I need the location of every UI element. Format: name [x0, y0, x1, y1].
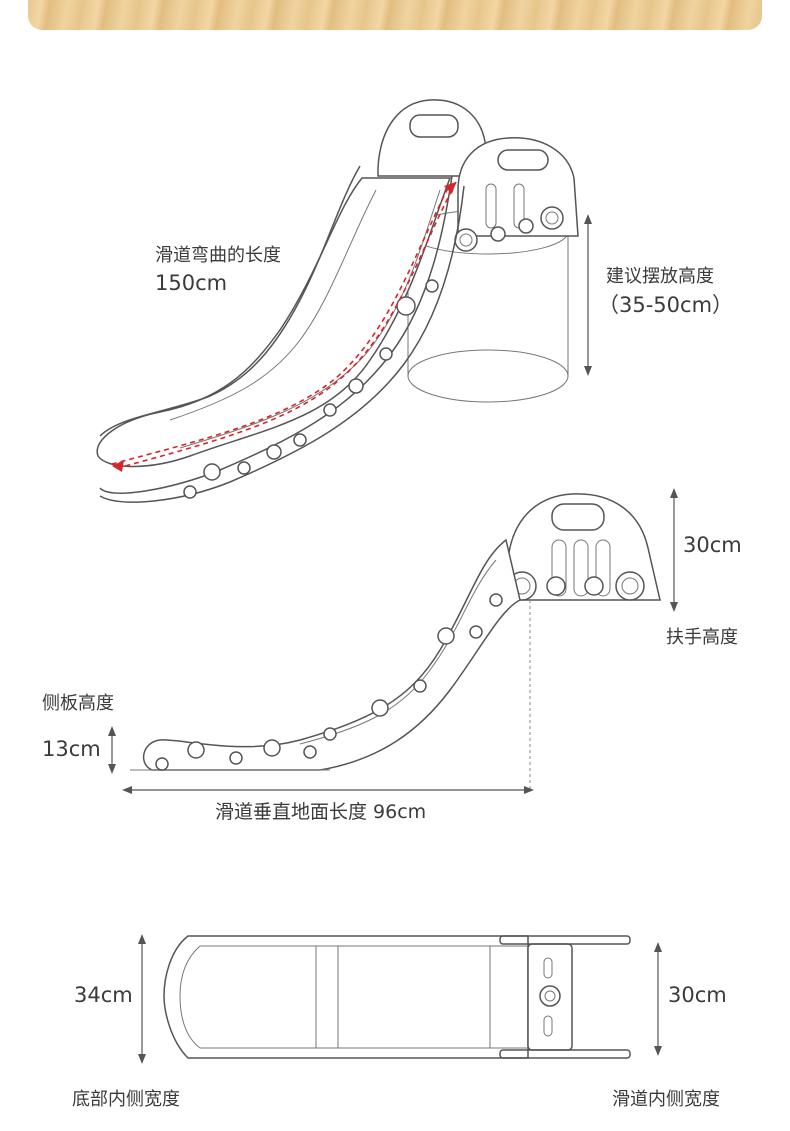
- ground-length-label: 滑道垂直地面长度 96cm: [215, 801, 427, 823]
- side-car-head: [505, 493, 661, 601]
- curve-length-arrow: [117, 181, 457, 469]
- handrail-height-value: 30cm: [683, 533, 742, 557]
- slide-width-label: 滑道内侧宽度: [612, 1089, 720, 1110]
- base-width-label: 底部内侧宽度: [72, 1089, 180, 1110]
- placement-height-label: 建议摆放高度: [606, 266, 714, 287]
- top-view-slide: [163, 935, 529, 1059]
- base-width-value: 34cm: [74, 983, 133, 1007]
- placement-height-value: （35-50cm）: [598, 293, 734, 317]
- side-panel-height-value: 13cm: [42, 737, 101, 761]
- wooden-floor-banner: [28, 0, 762, 30]
- curve-length-label: 滑道弯曲的长度: [155, 245, 281, 266]
- slide-width-value: 30cm: [668, 983, 727, 1007]
- handrail-height-label: 扶手高度: [666, 627, 738, 648]
- side-panel-height-label: 侧板高度: [42, 693, 114, 714]
- curve-length-value: 150cm: [155, 271, 228, 295]
